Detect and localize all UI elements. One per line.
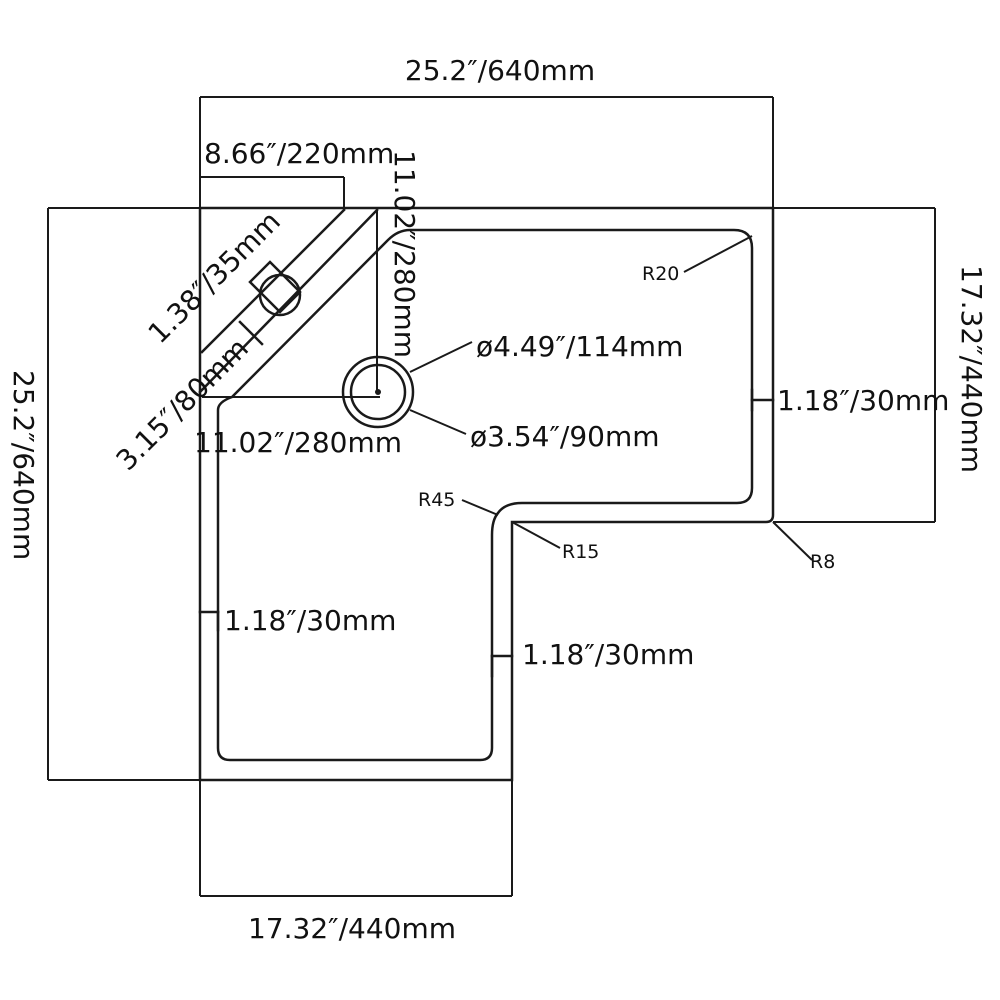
inner-wall-label: 1.18″/30mm — [522, 638, 694, 671]
leader-lines — [409, 235, 813, 561]
inner-drain-diameter-label: ø3.54″/90mm — [470, 420, 660, 453]
wall-thickness-ticks — [198, 388, 775, 678]
outer-drain-diameter-label: ø4.49″/114mm — [476, 330, 683, 363]
bottom-width-label: 17.32″/440mm — [248, 912, 456, 945]
radius-r8-label: R8 — [810, 551, 835, 573]
drain-vertical-label: 11.02″/280mm — [388, 150, 421, 358]
faucet-hole-label: 1.38″/35mm — [142, 205, 287, 350]
top-width-label: 25.2″/640mm — [405, 54, 595, 87]
drain-icon — [341, 355, 415, 429]
drain-horizontal-label: 11.02″/280mm — [194, 426, 402, 459]
sink-basin-outline — [216, 228, 754, 762]
corner-shelf — [198, 208, 379, 394]
radius-r20-label: R20 — [642, 263, 679, 285]
right-height-label: 17.32″/440mm — [955, 265, 988, 473]
left-height-label: 25.2″/640mm — [7, 370, 40, 560]
shelf-width-label: 8.66″/220mm — [204, 137, 394, 170]
radius-r45-label: R45 — [418, 489, 455, 511]
faucet-hole-icon — [238, 260, 302, 346]
right-wall-label: 1.18″/30mm — [777, 384, 949, 417]
dimension-lines — [47, 96, 936, 897]
radius-r15-label: R15 — [562, 541, 599, 563]
sink-outer-outline — [198, 206, 775, 782]
left-wall-label: 1.18″/30mm — [224, 604, 396, 637]
